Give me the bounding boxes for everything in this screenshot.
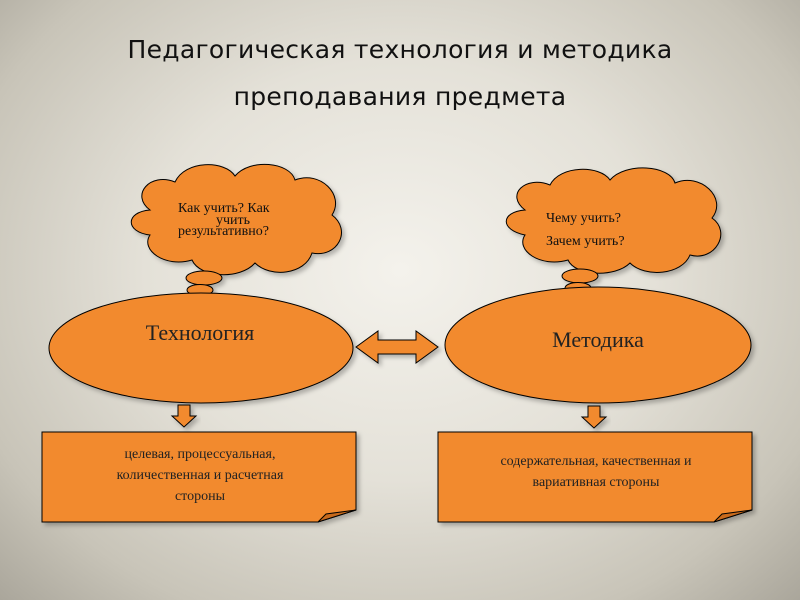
cloud-left-line2: учить xyxy=(216,213,251,228)
cloud-right-text: Чему учить? Зачем учить? xyxy=(546,207,666,253)
slide-title-line1: Педагогическая технология и методика xyxy=(127,35,673,64)
cloud-left-text: Как учить? Как учить результативно? xyxy=(178,201,310,239)
box-technology-aspects xyxy=(41,431,357,523)
slide-title-line2: преподавания предмета xyxy=(233,82,567,111)
box-right-text: содержательная, качественная и вариативн… xyxy=(456,451,736,493)
double-arrow xyxy=(355,330,439,364)
box-left-line1: целевая, процессуальная, xyxy=(124,447,276,462)
down-arrow-right xyxy=(580,405,608,429)
box-left-line3: стороны xyxy=(174,489,226,504)
label-technology: Технология xyxy=(145,320,255,345)
ellipse-technology xyxy=(48,292,354,404)
box-right-line1: содержательная, качественная и xyxy=(500,454,692,469)
ellipse-methodology xyxy=(444,286,752,404)
box-right-line2: вариативная стороны xyxy=(532,475,660,490)
cloud-right-line2: Зачем учить? xyxy=(546,234,625,249)
box-methodology-aspects xyxy=(437,431,753,523)
cloud-left-line1: Как учить? Как xyxy=(178,201,270,216)
box-left-text: целевая, процессуальная, количественная … xyxy=(60,444,340,507)
down-arrow-left xyxy=(170,404,198,428)
cloud-right-line1: Чему учить? xyxy=(546,211,621,226)
label-methodology: Методика xyxy=(552,327,644,352)
box-left-line2: количественная и расчетная xyxy=(116,468,284,483)
cloud-left-line3: результативно? xyxy=(178,224,269,239)
